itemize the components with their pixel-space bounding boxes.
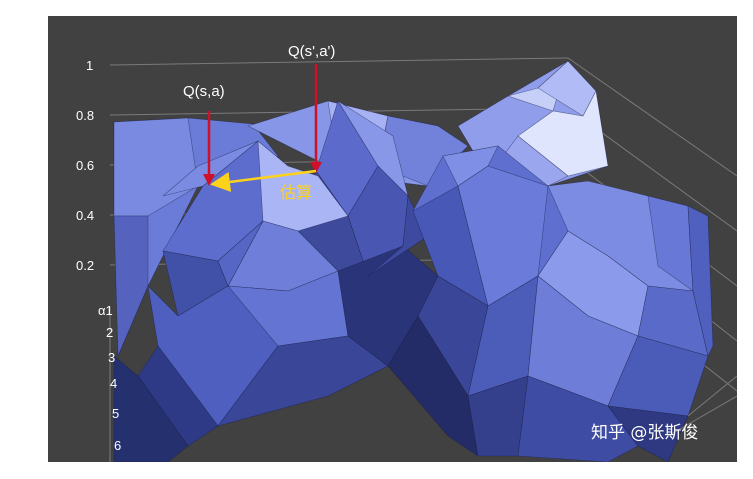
z-tick: 0.2 xyxy=(76,258,94,273)
depth-tick: 3 xyxy=(108,350,115,365)
depth-tick: 6 xyxy=(114,438,121,453)
annotations: Q(s',a') Q(s,a) 估算 xyxy=(183,43,335,202)
depth-axis-ticks: α1 2 3 4 5 6 xyxy=(98,303,121,453)
z-tick: 0.4 xyxy=(76,208,94,223)
estimate-arrow xyxy=(210,169,317,192)
annotation-next-q: Q(s',a') xyxy=(288,43,335,60)
surface-mesh xyxy=(113,60,714,462)
depth-tick: 5 xyxy=(112,406,119,421)
surface-chart: 1 0.8 0.6 0.4 0.2 α1 2 3 4 5 6 Q(s',a') … xyxy=(48,16,737,462)
z-tick: 0.6 xyxy=(76,158,94,173)
next-q-pointer-head xyxy=(310,162,322,173)
annotation-estimate: 估算 xyxy=(280,183,312,202)
depth-gridlines xyxy=(667,375,737,437)
depth-tick: α1 xyxy=(98,303,113,318)
depth-tick: 2 xyxy=(106,325,113,340)
z-tick: 1 xyxy=(86,58,93,73)
depth-tick: 4 xyxy=(110,376,117,391)
z-tick: 0.8 xyxy=(76,108,94,123)
annotation-current-q: Q(s,a) xyxy=(183,83,225,100)
z-axis-ticks: 1 0.8 0.6 0.4 0.2 xyxy=(76,58,94,273)
watermark: 知乎 @张斯俊 xyxy=(591,423,698,443)
